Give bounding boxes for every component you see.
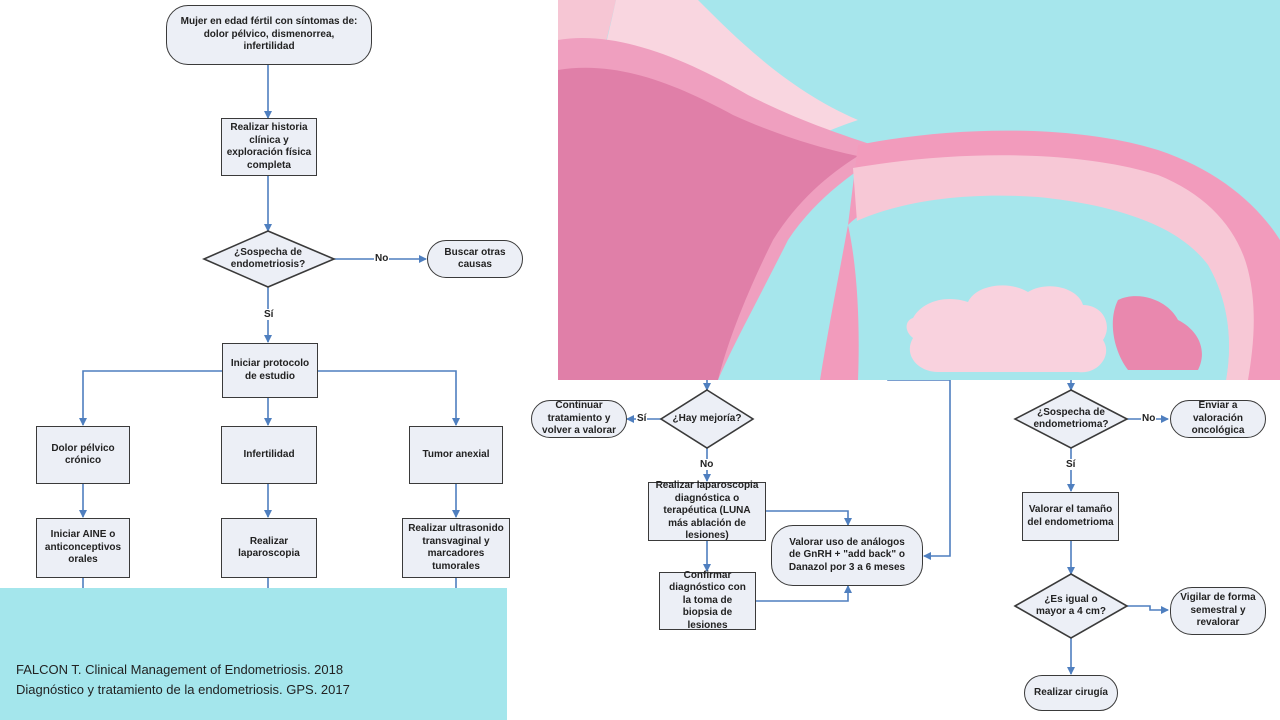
adnexal-tumor-node: Tumor anexial xyxy=(409,426,503,484)
aine-node: Iniciar AINE o anticonceptivos orales xyxy=(36,518,130,578)
suspect-endometriosis-label: ¿Sospecha de endometriosis? xyxy=(230,247,306,270)
uterus-illustration xyxy=(558,0,1280,380)
laparoscopy-node: Realizar laparoscopia xyxy=(221,518,317,578)
improvement-label: ¿Hay mejoría? xyxy=(672,413,742,424)
biopsy-node: Confirmar diagnóstico con la toma de bio… xyxy=(659,570,756,631)
size-question-label: ¿Es igual o mayor a 4 cm? xyxy=(1035,594,1107,617)
infertility-node: Infertilidad xyxy=(221,426,317,484)
references-panel: FALCON T. Clinical Management of Endomet… xyxy=(0,588,507,720)
diagnostic-laparoscopy-node: Realizar laparoscopia diagnóstica o tera… xyxy=(648,480,766,541)
history-node: Realizar historia clínica y exploración … xyxy=(221,118,317,176)
label-si-2: Sí xyxy=(636,413,648,424)
reference-gps: Diagnóstico y tratamiento de la endometr… xyxy=(16,682,350,697)
decision-suspect-endometriosis-shape xyxy=(202,230,337,288)
decision-suspect-endometrioma-shape xyxy=(1013,389,1129,449)
pelvic-pain-node: Dolor pélvico crónico xyxy=(36,426,130,484)
label-no-3: No xyxy=(1141,413,1157,424)
oncology-node: Enviar a valoración oncológica xyxy=(1170,400,1266,438)
label-no-2: No xyxy=(699,459,715,470)
other-causes-node: Buscar otras causas xyxy=(427,240,523,278)
suspect-endometrioma-label: ¿Sospecha de endometrioma? xyxy=(1033,407,1109,430)
surgery-node: Realizar cirugía xyxy=(1024,675,1118,711)
protocol-node: Iniciar protocolo de estudio xyxy=(222,343,318,398)
start-node: Mujer en edad fértil con síntomas de: do… xyxy=(166,5,372,65)
label-si-1: Sí xyxy=(263,309,275,320)
continue-treatment-node: Continuar tratamiento y volver a valorar xyxy=(531,400,627,438)
reference-falcon: FALCON T. Clinical Management of Endomet… xyxy=(16,662,344,677)
label-si-3: Sí xyxy=(1065,459,1077,470)
endometrioma-size-node: Valorar el tamaño del endometrioma xyxy=(1022,492,1119,541)
decision-improvement-shape xyxy=(659,389,755,449)
label-no-1: No xyxy=(374,253,390,264)
decision-size-shape xyxy=(1013,573,1129,639)
monitor-node: Vigilar de forma semestral y revalorar xyxy=(1170,587,1266,635)
gnrh-node: Valorar uso de análogos de GnRH + "add b… xyxy=(771,525,923,586)
ultrasound-node: Realizar ultrasonido transvaginal y marc… xyxy=(402,518,510,578)
